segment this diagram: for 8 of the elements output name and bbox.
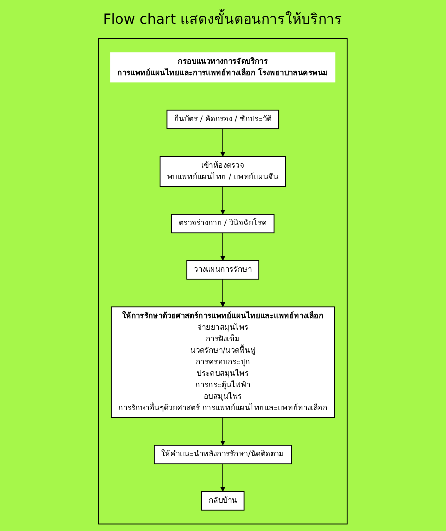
arrow: [220, 186, 226, 215]
arrow: [220, 128, 226, 157]
chart-title: Flow chart แสดงขั้นตอนการให้บริการ: [0, 8, 446, 30]
cluster: [98, 38, 348, 525]
arrow: [220, 464, 226, 492]
arrow: [220, 232, 226, 262]
arrow: [220, 417, 226, 446]
arrow: [220, 278, 226, 308]
